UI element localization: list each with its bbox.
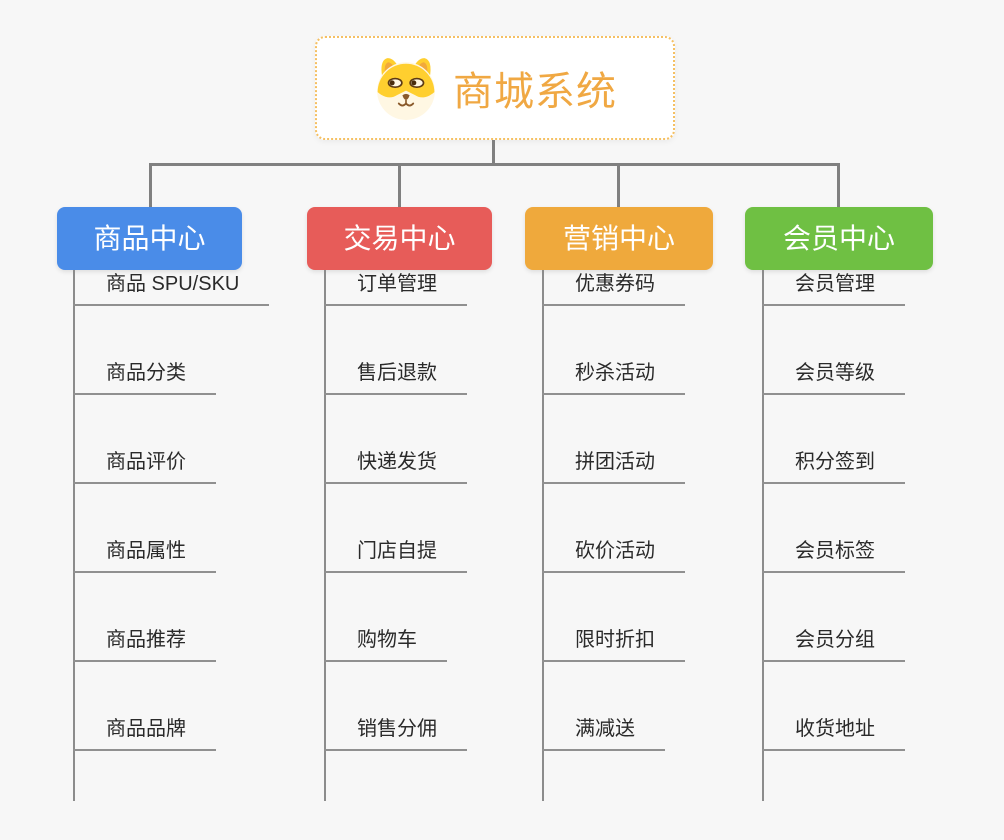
subtopic[interactable]: 收货地址 [762,715,905,751]
subtopic[interactable]: 商品 SPU/SKU [73,270,270,306]
subtopic[interactable]: 优惠券码 [542,270,685,306]
branch-node-marketing-center[interactable]: 营销中心 [525,207,713,270]
subtopic[interactable]: 拼团活动 [542,448,685,484]
subtopic[interactable]: 秒杀活动 [542,359,685,395]
connector-drop-product [149,163,152,209]
subtopic-column-marketing: 优惠券码 秒杀活动 拼团活动 砍价活动 限时折扣 满减送 [542,270,685,801]
subtopic-column-trade: 订单管理 售后退款 快递发货 门店自提 购物车 销售分佣 [324,270,467,801]
subtopic[interactable]: 商品评价 [73,448,216,484]
subtopic[interactable]: 会员分组 [762,626,905,662]
subtopic[interactable]: 积分签到 [762,448,905,484]
subtopic[interactable]: 门店自提 [324,537,467,573]
subtopic[interactable]: 购物车 [324,626,447,662]
subtopic[interactable]: 会员标签 [762,537,905,573]
root-node-mall-system[interactable]: 商城系统 [315,36,675,140]
subtopic-column-member: 会员管理 会员等级 积分签到 会员标签 会员分组 收货地址 [762,270,905,801]
subtopic[interactable]: 会员等级 [762,359,905,395]
subtopic[interactable]: 快递发货 [324,448,467,484]
subtopic[interactable]: 砍价活动 [542,537,685,573]
trunk-line [73,270,75,801]
subtopic[interactable]: 售后退款 [324,359,467,395]
connector-drop-marketing [617,163,620,209]
subtopic[interactable]: 销售分佣 [324,715,467,751]
connector-drop-trade [398,163,401,209]
connector-drop-member [837,163,840,209]
connector-horizontal-bar [149,163,840,166]
root-title: 商城系统 [453,70,617,114]
subtopic[interactable]: 满减送 [542,715,665,751]
subtopic[interactable]: 限时折扣 [542,626,685,662]
subtopic[interactable]: 商品品牌 [73,715,216,751]
subtopic[interactable]: 订单管理 [324,270,467,306]
trunk-line [762,270,764,801]
shiba-dog-icon [377,58,435,120]
subtopic-column-product: 商品 SPU/SKU 商品分类 商品评价 商品属性 商品推荐 商品品牌 [73,270,270,801]
subtopic[interactable]: 商品属性 [73,537,216,573]
branch-node-member-center[interactable]: 会员中心 [745,207,933,270]
subtopic[interactable]: 商品推荐 [73,626,216,662]
trunk-line [542,270,544,801]
subtopic[interactable]: 会员管理 [762,270,905,306]
trunk-line [324,270,326,801]
connector-root-stem [492,140,495,165]
branch-node-trade-center[interactable]: 交易中心 [307,207,492,270]
subtopic[interactable]: 商品分类 [73,359,216,395]
branch-node-product-center[interactable]: 商品中心 [57,207,242,270]
